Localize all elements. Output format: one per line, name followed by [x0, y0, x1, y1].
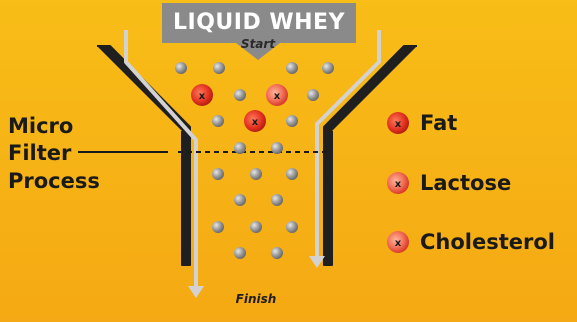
impurity-particles: x x x — [191, 84, 288, 132]
process-label-line-1: Micro — [8, 114, 73, 138]
process-label-line-2: Filter — [8, 141, 72, 165]
protein-particle — [212, 115, 224, 127]
banner-shape — [162, 3, 356, 60]
left-flow-line — [124, 30, 198, 292]
legend-item-cholesterol: x Cholesterol — [387, 230, 555, 254]
protein-particle — [271, 194, 283, 206]
svg-text:x: x — [274, 91, 281, 102]
protein-particle — [212, 221, 224, 233]
protein-particle — [234, 194, 246, 206]
impurity-fat: x — [191, 84, 213, 106]
protein-particle — [234, 247, 246, 259]
finish-label: Finish — [236, 292, 277, 306]
right-flow-line — [315, 30, 381, 262]
fat-marker-icon — [387, 112, 409, 134]
cholesterol-marker-icon — [387, 231, 409, 253]
protein-particle — [250, 221, 262, 233]
flow-arrows — [124, 30, 381, 298]
protein-particle — [271, 247, 283, 259]
protein-particle — [286, 62, 298, 74]
svg-text:x: x — [395, 119, 402, 130]
funnel — [97, 45, 417, 266]
protein-particle — [234, 89, 246, 101]
svg-text:x: x — [395, 238, 402, 249]
protein-particle — [286, 115, 298, 127]
legend-label-cholesterol: Cholesterol — [420, 230, 555, 254]
svg-text:x: x — [395, 179, 402, 190]
title-banner: LIQUID WHEY Start — [162, 3, 356, 60]
funnel-right-wall — [323, 45, 417, 266]
legend-item-lactose: x Lactose — [387, 171, 511, 195]
protein-particle — [307, 89, 319, 101]
protein-particle — [286, 221, 298, 233]
legend-item-fat: x Fat — [387, 111, 457, 135]
protein-particle — [250, 168, 262, 180]
protein-particle — [234, 142, 246, 154]
process-label: Micro Filter Process — [8, 114, 100, 193]
svg-text:x: x — [252, 117, 259, 128]
svg-text:x: x — [199, 91, 206, 102]
right-flow-arrowhead — [309, 256, 325, 268]
impurity-cholesterol: x — [266, 84, 288, 106]
legend-label-lactose: Lactose — [420, 171, 511, 195]
protein-particle — [271, 142, 283, 154]
lactose-marker-icon — [387, 172, 409, 194]
left-flow-arrowhead — [188, 286, 204, 298]
protein-particle — [175, 62, 187, 74]
banner-title: LIQUID WHEY — [173, 10, 346, 35]
protein-particle — [322, 62, 334, 74]
funnel-left-wall — [97, 45, 191, 266]
impurity-fat: x — [244, 110, 266, 132]
protein-particle — [213, 62, 225, 74]
process-label-line-3: Process — [8, 169, 100, 193]
protein-particle — [286, 168, 298, 180]
whey-particles — [175, 62, 334, 259]
banner-start-label: Start — [241, 37, 276, 51]
legend-label-fat: Fat — [420, 111, 457, 135]
legend: x Fat x Lactose x Cholesterol — [387, 111, 555, 254]
protein-particle — [212, 168, 224, 180]
